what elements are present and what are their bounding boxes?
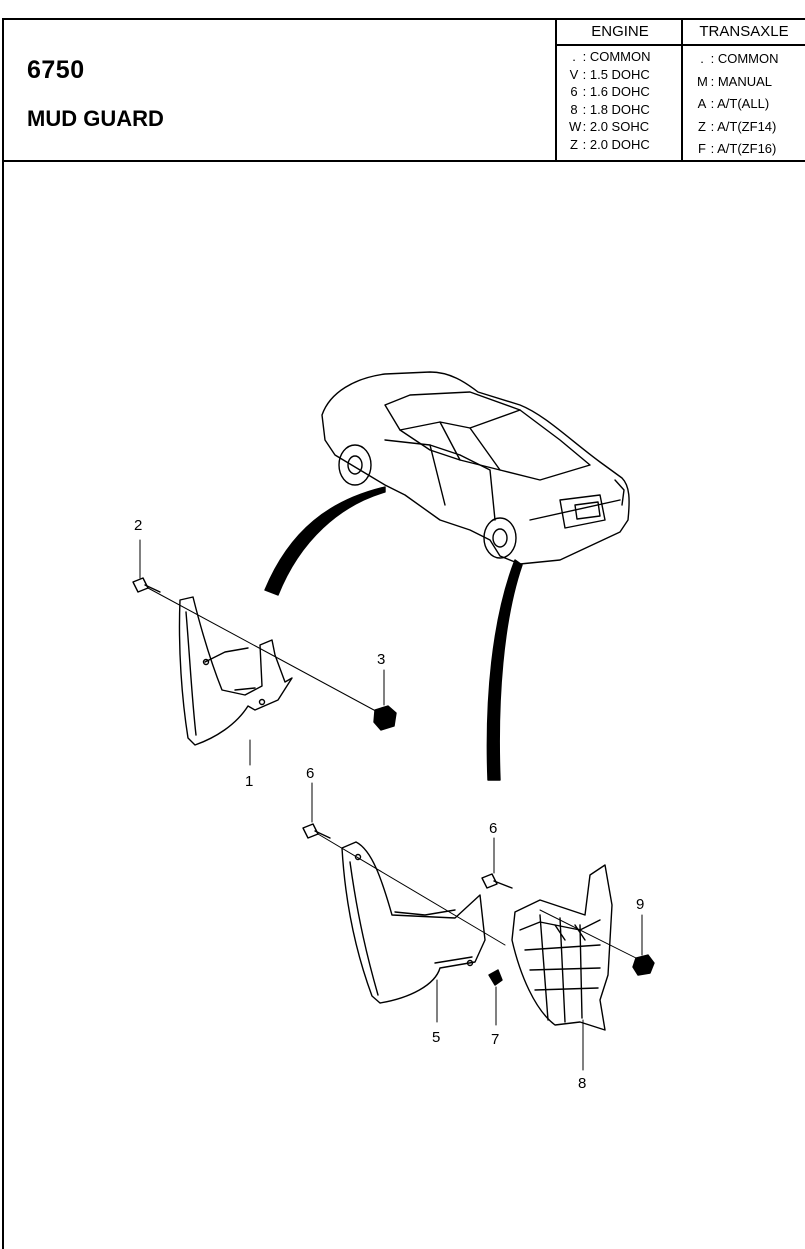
- engine-legend-item: Z : 2.0 DOHC: [570, 136, 650, 152]
- rear-screw-right: [481, 873, 513, 889]
- page-border-left: [2, 18, 4, 1249]
- rear-clip-right: [632, 954, 655, 976]
- callout-number: 7: [491, 1031, 499, 1048]
- front-leader-line: [147, 587, 386, 717]
- engine-legend-heading: ENGINE: [557, 20, 683, 46]
- callout-number: 9: [636, 896, 644, 913]
- engine-legend-item: 8 : 1.8 DOHC: [570, 101, 650, 117]
- callout-number: 6: [489, 820, 497, 837]
- section-code: 6750: [27, 56, 85, 84]
- header-block: 6750 MUD GUARD ENGINE . : COMMON V : 1.5…: [2, 18, 805, 162]
- inner-leader-line: [539, 909, 641, 961]
- transaxle-legend: TRANSAXLE . : COMMON M : MANUAL A : A/T(…: [681, 20, 805, 160]
- engine-legend-item: V : 1.5 DOHC: [569, 66, 650, 82]
- rear-leader-line-left: [317, 833, 506, 946]
- front-clip: [373, 705, 397, 731]
- transaxle-legend-item: F : A/T(ZF16): [698, 141, 777, 156]
- engine-legend-item: W : 2.0 SOHC: [569, 119, 650, 134]
- callout-number: 3: [377, 651, 385, 668]
- callout-number: 8: [578, 1075, 586, 1092]
- callout-number: 1: [245, 773, 253, 790]
- transaxle-legend-item: M : MANUAL: [697, 73, 773, 89]
- rear-clip-small: [488, 969, 503, 986]
- transaxle-legend-item: Z : A/T(ZF14): [698, 118, 777, 134]
- transaxle-legend-item: A : A/T(ALL): [697, 96, 770, 111]
- front-mud-guard: [178, 596, 293, 746]
- car-illustration: [321, 371, 630, 565]
- rear-pointer-arrow: [486, 559, 523, 781]
- front-pointer-arrow: [264, 486, 386, 596]
- rear-mud-guard: [341, 841, 486, 1004]
- engine-legend: ENGINE . : COMMON V : 1.5 DOHC 6 : 1.6 D…: [555, 20, 683, 160]
- callout-number: 2: [134, 517, 142, 534]
- rear-screw-left: [302, 823, 331, 839]
- callout-number: 5: [432, 1029, 440, 1046]
- engine-legend-item: 6 : 1.6 DOHC: [570, 84, 650, 99]
- front-screw: [132, 577, 161, 593]
- section-title: MUD GUARD: [27, 106, 164, 131]
- transaxle-legend-heading: TRANSAXLE: [683, 20, 805, 46]
- inner-wheel-guard: [511, 864, 613, 1031]
- callout-number: 6: [306, 765, 314, 782]
- engine-legend-item: . : COMMON: [572, 49, 651, 64]
- transaxle-legend-item: . : COMMON: [700, 51, 779, 66]
